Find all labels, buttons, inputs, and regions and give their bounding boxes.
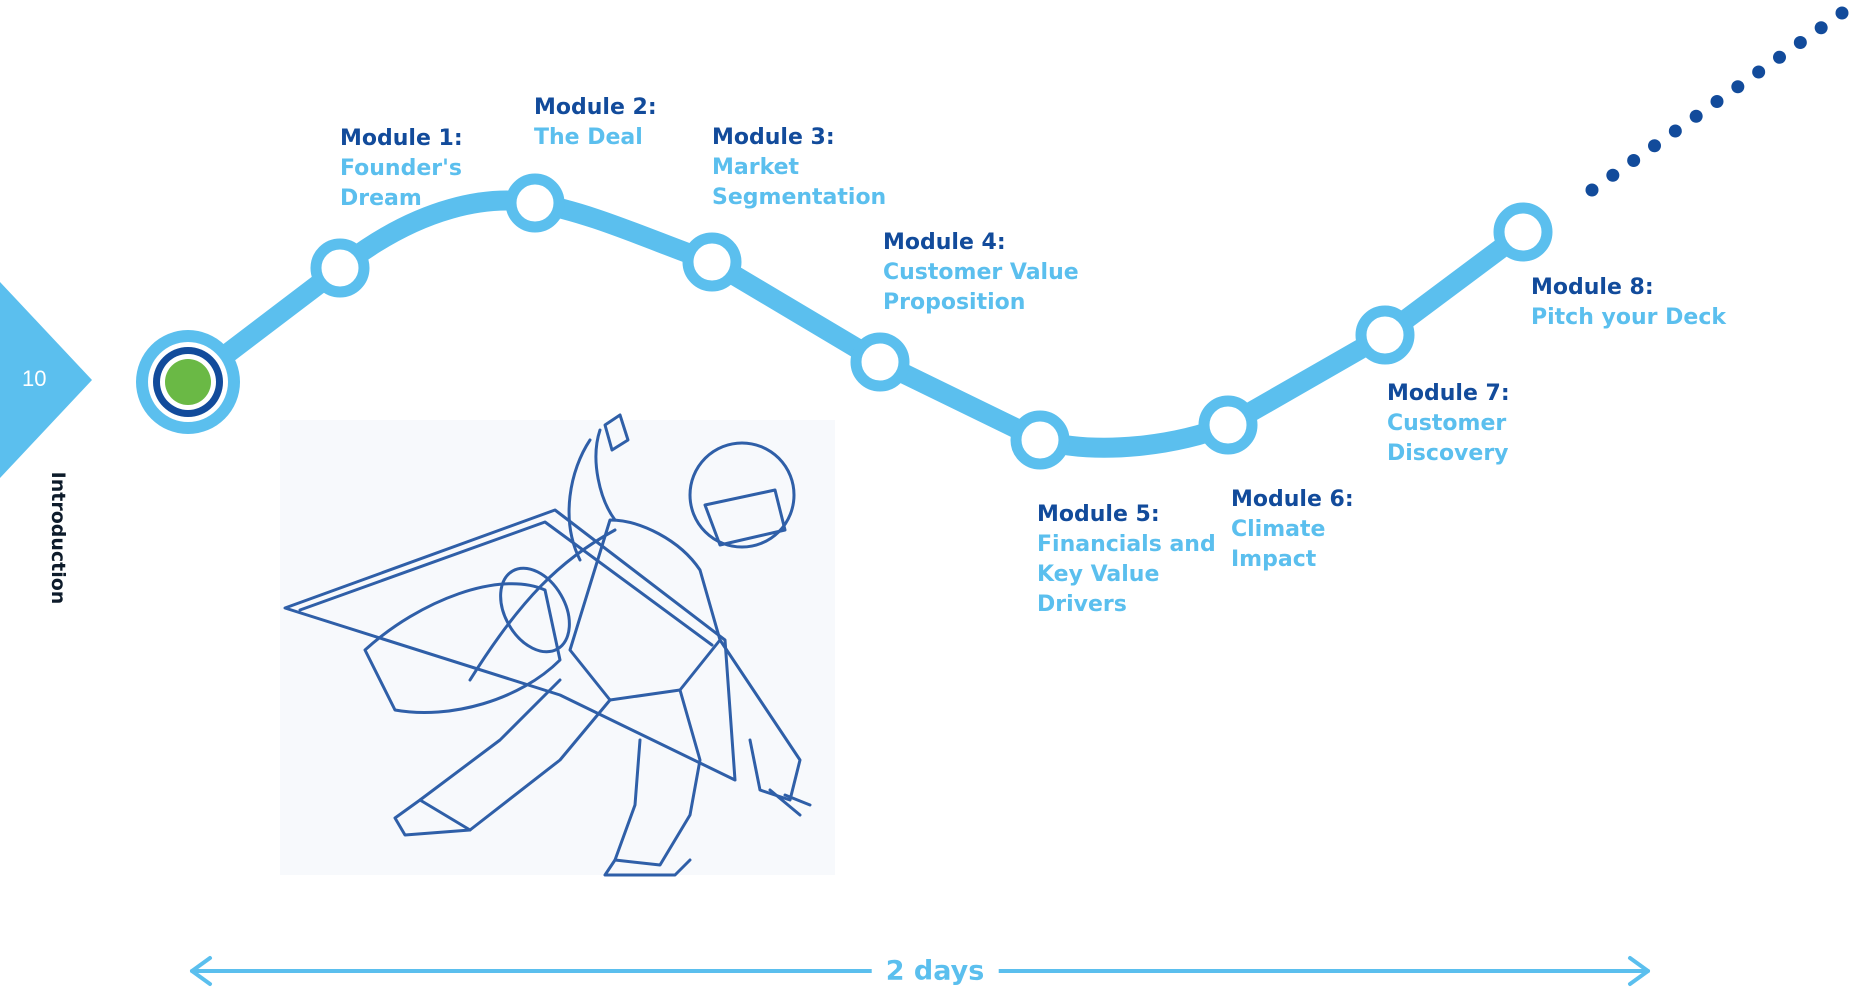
module-title: Module 3: (712, 125, 835, 150)
module-name-line: Founder's (340, 156, 462, 181)
section-label: Introduction (47, 471, 69, 605)
continuation-dot (1627, 154, 1641, 167)
continuation-dot (1585, 183, 1599, 197)
continuation-dot (1689, 109, 1703, 123)
module-title: Module 5: (1037, 502, 1160, 527)
page-number: 10 (22, 366, 47, 391)
module-title: Module 2: (534, 95, 657, 120)
module-title: Module 1: (340, 126, 463, 151)
module-label-3: Module 3: Market Segmentation (712, 123, 886, 213)
module-title: Module 8: (1531, 275, 1654, 300)
start-node (136, 330, 240, 434)
module-node-4 (850, 332, 910, 392)
module-node-5 (1010, 410, 1070, 470)
continuation-dot (1648, 139, 1661, 153)
module-node-8 (1493, 202, 1553, 262)
module-name-line: Proposition (883, 290, 1026, 315)
module-node-7 (1355, 305, 1415, 365)
module-node-2 (505, 173, 565, 233)
module-title: Module 6: (1231, 487, 1354, 512)
module-name-line: The Deal (534, 125, 643, 150)
duration-label: 2 days (871, 955, 999, 987)
module-name-line: Key Value (1037, 562, 1160, 587)
continuation-dot (1710, 95, 1724, 108)
module-node-6 (1198, 395, 1258, 455)
module-label-5: Module 5: Financials and Key Value Drive… (1037, 500, 1216, 620)
module-name-line: Financials and (1037, 532, 1216, 557)
continuation-dot (1793, 36, 1807, 49)
module-label-7: Module 7: Customer Discovery (1387, 379, 1510, 469)
module-label-2: Module 2: The Deal (534, 93, 657, 153)
jetpack-figure-illustration (280, 413, 835, 877)
continuation-dot (1731, 80, 1745, 94)
continuation-dot (1835, 6, 1849, 20)
page-tab (0, 282, 92, 478)
module-name-line: Dream (340, 186, 422, 211)
module-name-line: Pitch your Deck (1531, 305, 1727, 330)
module-name-line: Customer Value (883, 260, 1079, 285)
module-node-1 (310, 238, 370, 298)
module-title: Module 7: (1387, 381, 1510, 406)
module-label-8: Module 8: Pitch your Deck (1531, 273, 1726, 333)
continuation-dots (1585, 6, 1849, 197)
module-name-line: Drivers (1037, 592, 1127, 617)
module-title: Module 4: (883, 230, 1006, 255)
continuation-dot (1668, 124, 1682, 138)
continuation-dot (1752, 65, 1766, 79)
journey-path (180, 190, 1533, 458)
module-label-4: Module 4: Customer Value Proposition (883, 228, 1079, 318)
continuation-dot (1606, 168, 1620, 182)
module-name-line: Market (712, 155, 800, 180)
module-name-line: Customer (1387, 411, 1507, 436)
module-node-3 (682, 232, 742, 292)
module-name-line: Segmentation (712, 185, 887, 210)
module-name-line: Impact (1231, 547, 1317, 572)
continuation-dot (1814, 21, 1828, 35)
module-label-1: Module 1: Founder's Dream (340, 124, 463, 214)
continuation-dot (1773, 50, 1786, 64)
module-name-line: Climate (1231, 517, 1326, 542)
module-label-6: Module 6: Climate Impact (1231, 485, 1354, 575)
module-name-line: Discovery (1387, 441, 1509, 466)
